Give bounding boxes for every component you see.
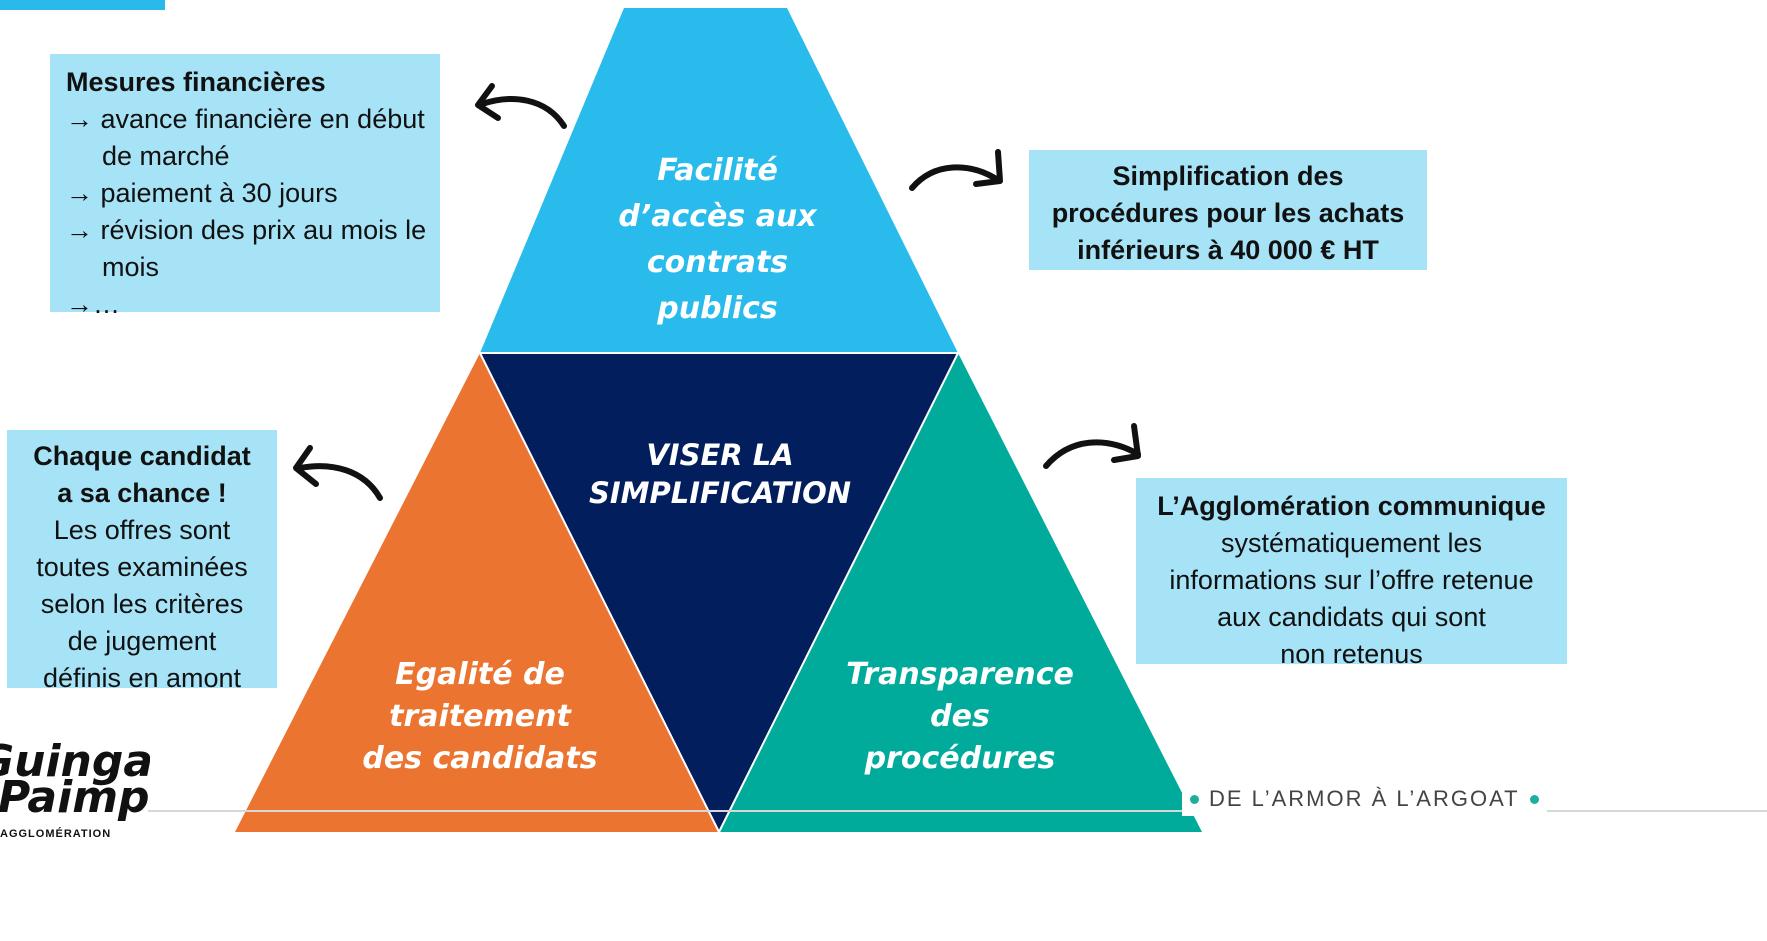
right-triangle (719, 353, 1202, 832)
footer-tagline: DE L’ARMOR À L’ARGOAT (1182, 782, 1547, 816)
simplification-line: procédures pour les achats (1051, 198, 1405, 228)
tagline-dot-icon (1529, 794, 1539, 804)
top-triangle-label: Facilité d’accès aux contrats publics (600, 148, 835, 332)
communication-title: L’Agglomération communique (1157, 491, 1546, 521)
top-accent-bar (0, 0, 165, 10)
right-triangle-label: Transparence des procédures (835, 654, 1085, 780)
simplification-line: Simplification des (1112, 161, 1344, 191)
communication-line: systématiquement les (1220, 528, 1483, 558)
simplification-box: Simplification des procédures pour les a… (1029, 150, 1427, 270)
communication-box: L’Agglomération communique systématiquem… (1136, 478, 1567, 669)
footer-divider (148, 810, 1767, 812)
right-label-line: procédures (864, 741, 1056, 776)
financial-measure-item: → paiement à 30 jours (66, 178, 338, 208)
arrow-to-simplification-icon (909, 149, 1003, 191)
simplification-line: inférieurs à 40 000 € HT (1077, 235, 1379, 265)
financial-measures-title: Mesures financières (66, 67, 326, 97)
logo-line-3: AGGLOMÉRATION (0, 828, 112, 840)
center-label-line: SIMPLIFICATION (588, 476, 852, 510)
left-label-line: Egalité de (395, 657, 565, 692)
equal-chance-line: toutes examinées (36, 552, 248, 582)
top-label-line: contrats (646, 245, 789, 280)
tagline-text: DE L’ARMOR À L’ARGOAT (1209, 786, 1520, 811)
equal-chance-line: définis en amont (42, 663, 242, 693)
equal-chance-line: selon les critères (40, 589, 244, 619)
left-triangle (235, 353, 719, 832)
equal-chance-box: Chaque candidat a sa chance ! Les offres… (7, 430, 277, 693)
arrow-to-financial-icon (475, 83, 567, 129)
left-label-line: traitement (389, 699, 571, 734)
top-label-line: d’accès aux (618, 199, 817, 234)
left-triangle-label: Egalité de traitement des candidats (355, 654, 605, 780)
top-label-line: Facilité (657, 153, 778, 188)
financial-measure-item: → révision des prix au mois le mois (66, 215, 427, 282)
right-label-line: Transparence (846, 657, 1074, 692)
logo-line-2: Paimpol (0, 772, 150, 823)
equal-chance-title: a sa chance ! (57, 478, 227, 508)
communication-line: informations sur l’offre retenue (1169, 565, 1534, 595)
equal-chance-title: Chaque candidat (33, 441, 251, 471)
communication-line: non retenus (1280, 639, 1423, 669)
financial-measure-item: →… (66, 289, 120, 319)
top-triangle (480, 8, 958, 353)
communication-line: aux candidats qui sont (1217, 602, 1486, 632)
financial-measures-box: Mesures financières → avance financière … (50, 54, 440, 319)
right-label-line: des (930, 699, 990, 734)
logo-line-1: Guingamp (0, 740, 150, 787)
top-label-line: publics (657, 291, 778, 326)
arrow-to-communication-icon (1043, 423, 1141, 469)
equal-chance-line: de jugement (67, 626, 217, 656)
center-triangle (480, 353, 958, 832)
tagline-dot-icon (1190, 794, 1199, 804)
left-label-line: des candidats (362, 741, 598, 776)
agglomeration-logo: Guingamp Paimpol AGGLOMÉRATION (0, 740, 150, 840)
financial-measure-item: → avance financière en début de marché (66, 104, 425, 171)
center-label-line: VISER LA (646, 438, 794, 472)
arrow-to-equal-chance-icon (293, 445, 383, 501)
center-triangle-label: VISER LA SIMPLIFICATION (555, 436, 885, 512)
equal-chance-line: Les offres sont (53, 515, 231, 545)
